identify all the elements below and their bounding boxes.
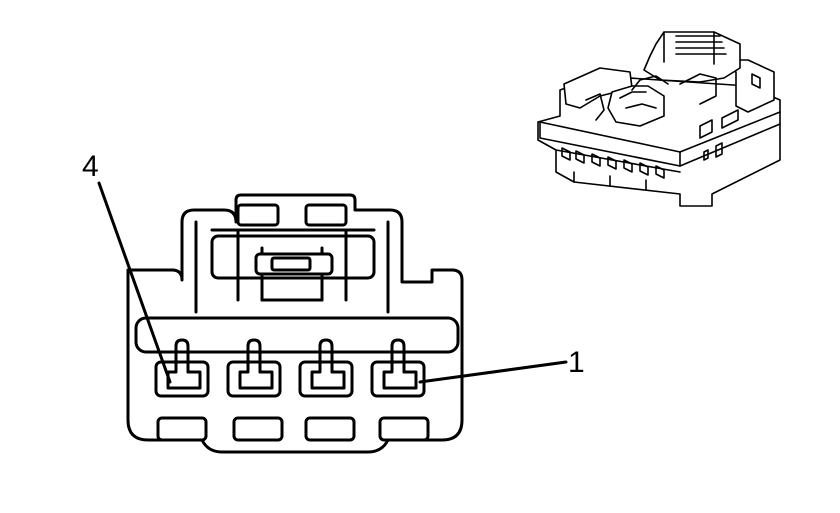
connector-face-view — [126, 193, 464, 454]
pin-4-leader-line — [97, 181, 172, 384]
terminal-cavity — [154, 338, 210, 398]
terminal-retainer-bar — [134, 316, 460, 354]
pin-1-label: 1 — [568, 346, 585, 379]
terminal-cavity — [226, 338, 282, 398]
keying-slots — [156, 416, 430, 442]
pin-1-callout: 1 — [418, 346, 585, 384]
locking-latch — [194, 203, 390, 314]
pin-4-label: 4 — [82, 150, 99, 183]
terminal-cavity — [370, 338, 426, 398]
pin-1-leader-line — [418, 360, 568, 384]
connector-isometric-view — [537, 31, 781, 207]
pin-4-callout: 4 — [82, 150, 172, 384]
terminal-cavity — [298, 338, 354, 398]
